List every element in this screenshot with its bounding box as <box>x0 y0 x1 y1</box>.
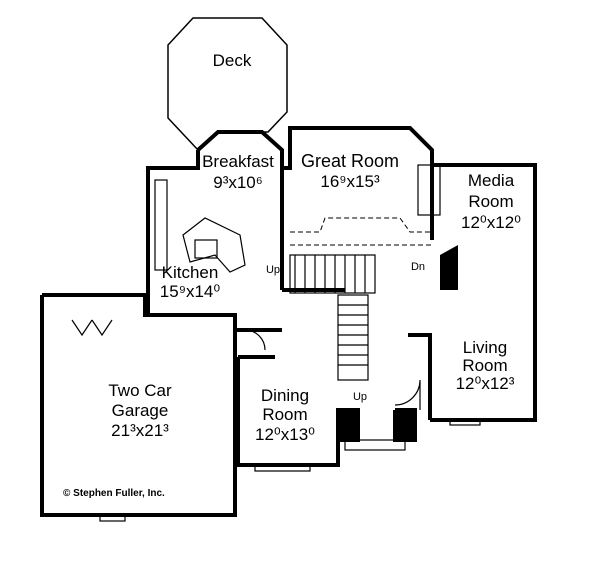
garage-label-1: Two Car <box>108 381 172 400</box>
stairs-up-label: Up <box>266 264 280 276</box>
interior-details <box>71 164 481 522</box>
foyer-stairs-up-label: Up <box>353 391 367 403</box>
garage-size: 21³x21³ <box>111 421 169 440</box>
copyright-text: © Stephen Fuller, Inc. <box>63 488 165 499</box>
dining-room-label-1: Dining <box>261 386 309 405</box>
living-room-label-2: Room <box>462 356 507 375</box>
great-room-size: 16⁹x15³ <box>320 172 380 191</box>
garage-label-2: Garage <box>112 401 169 420</box>
breakfast-label: Breakfast <box>202 152 274 171</box>
kitchen-size: 15⁹x14⁰ <box>160 282 221 301</box>
exterior-walls <box>40 126 537 517</box>
dining-room-size: 12⁰x13⁰ <box>255 425 315 444</box>
great-room-label: Great Room <box>301 151 399 171</box>
stairs-down-label: Dn <box>411 261 425 273</box>
breakfast-size: 9³x10⁶ <box>213 173 263 192</box>
living-room-label-1: Living <box>463 338 507 357</box>
living-room-size: 12⁰x12³ <box>456 374 515 393</box>
media-room-label-1: Media <box>468 171 515 190</box>
media-room-label-2: Room <box>468 192 513 211</box>
dining-room-label-2: Room <box>262 405 307 424</box>
deck-label: Deck <box>213 51 252 70</box>
kitchen-label: Kitchen <box>162 263 219 282</box>
media-room-size: 12⁰x12⁰ <box>461 213 521 232</box>
